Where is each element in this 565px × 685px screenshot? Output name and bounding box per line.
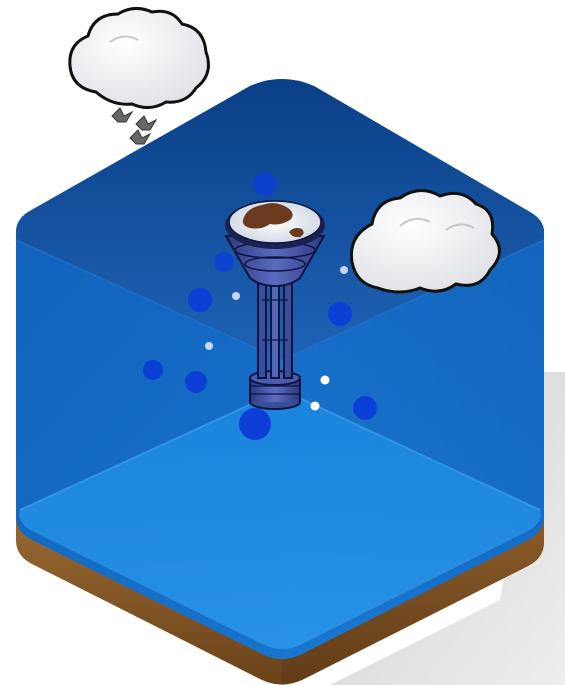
bird-flock bbox=[112, 108, 156, 144]
ice-cap bbox=[225, 201, 325, 249]
small-cloud bbox=[70, 8, 209, 107]
